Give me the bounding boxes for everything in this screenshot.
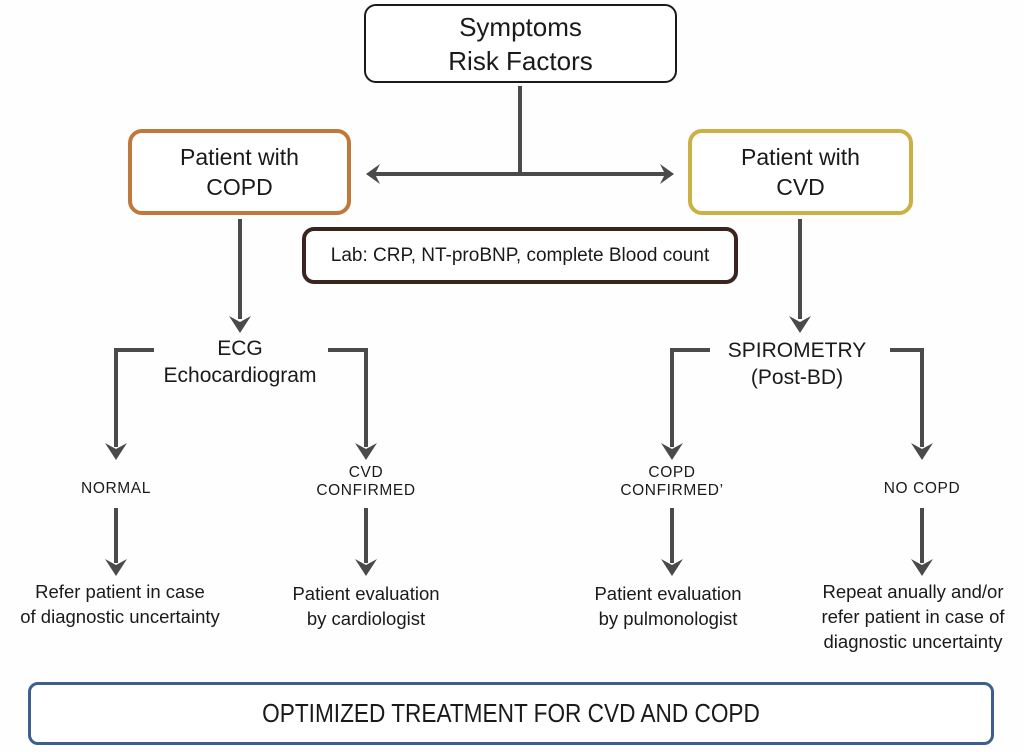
arrowhead-down-icon	[911, 443, 933, 460]
arrowhead-down-icon	[789, 316, 811, 333]
ecg-line1: ECG	[217, 337, 263, 360]
arrow-copdconfirmed-to-pulmonologist	[661, 508, 683, 576]
repeat-annually-outcome: Repeat anually and/or refer patient in c…	[821, 581, 1005, 652]
arrowhead-down-icon	[355, 559, 377, 576]
cardiologist-outcome: Patient evaluation by cardiologist	[292, 583, 440, 629]
cvd-patient-line2: CVD	[776, 174, 825, 200]
symptoms-line1: Symptoms	[459, 11, 582, 42]
patient-with-copd-node: Patient with COPD	[128, 129, 351, 215]
copd-patient-line1: Patient with	[180, 144, 299, 170]
connector-symptoms-split	[366, 86, 674, 184]
arrowhead-down-icon	[105, 443, 127, 460]
arrowhead-down-icon	[661, 559, 683, 576]
no-copd-label: NO COPD	[883, 480, 961, 497]
treatment-label: OPTIMIZED TREATMENT FOR CVD AND COPD	[262, 698, 760, 728]
patient-with-cvd-node: Patient with CVD	[688, 129, 913, 215]
ecg-echocardiogram-node: ECG Echocardiogram	[140, 335, 340, 389]
spirometry-node: SPIROMETRY (Post-BD)	[697, 337, 897, 391]
arrow-copd-to-ecg	[229, 219, 251, 333]
ecg-line2: Echocardiogram	[163, 364, 317, 387]
arrow-cvdconfirmed-to-cardiologist	[355, 508, 377, 576]
arrowhead-down-icon	[229, 316, 251, 333]
copd-patient-line2: COPD	[206, 174, 273, 200]
arrowhead-down-icon	[105, 559, 127, 576]
arrowhead-right-icon	[660, 164, 674, 184]
cvd-confirmed-label: CVD CONFIRMED	[316, 464, 416, 499]
arrowhead-down-icon	[661, 443, 683, 460]
arrow-normal-to-refer	[105, 508, 127, 576]
spirometry-line2: (Post-BD)	[750, 366, 844, 389]
pulmonologist-outcome: Patient evaluation by pulmonologist	[594, 583, 742, 629]
arrow-nocopd-to-repeat	[911, 508, 933, 576]
optimized-treatment-node: OPTIMIZED TREATMENT FOR CVD AND COPD	[28, 682, 994, 745]
cvd-patient-line1: Patient with	[741, 144, 860, 170]
lab-label: Lab: CRP, NT-proBNP, complete Blood coun…	[330, 244, 710, 266]
arrowhead-left-icon	[366, 164, 380, 184]
symptoms-risk-factors-node: Symptoms Risk Factors	[364, 4, 677, 83]
arrowhead-down-icon	[911, 559, 933, 576]
arrowhead-down-icon	[355, 443, 377, 460]
symptoms-line2: Risk Factors	[448, 45, 593, 76]
arrow-cvd-to-spirometry	[789, 219, 811, 333]
lab-tests-node: Lab: CRP, NT-proBNP, complete Blood coun…	[302, 227, 738, 284]
refer-uncertainty-outcome: Refer patient in case of diagnostic unce…	[20, 581, 220, 627]
spirometry-line1: SPIROMETRY	[727, 339, 867, 362]
copd-confirmed-label: COPD CONFIRMED’	[620, 464, 724, 499]
normal-label: NORMAL	[81, 480, 151, 497]
